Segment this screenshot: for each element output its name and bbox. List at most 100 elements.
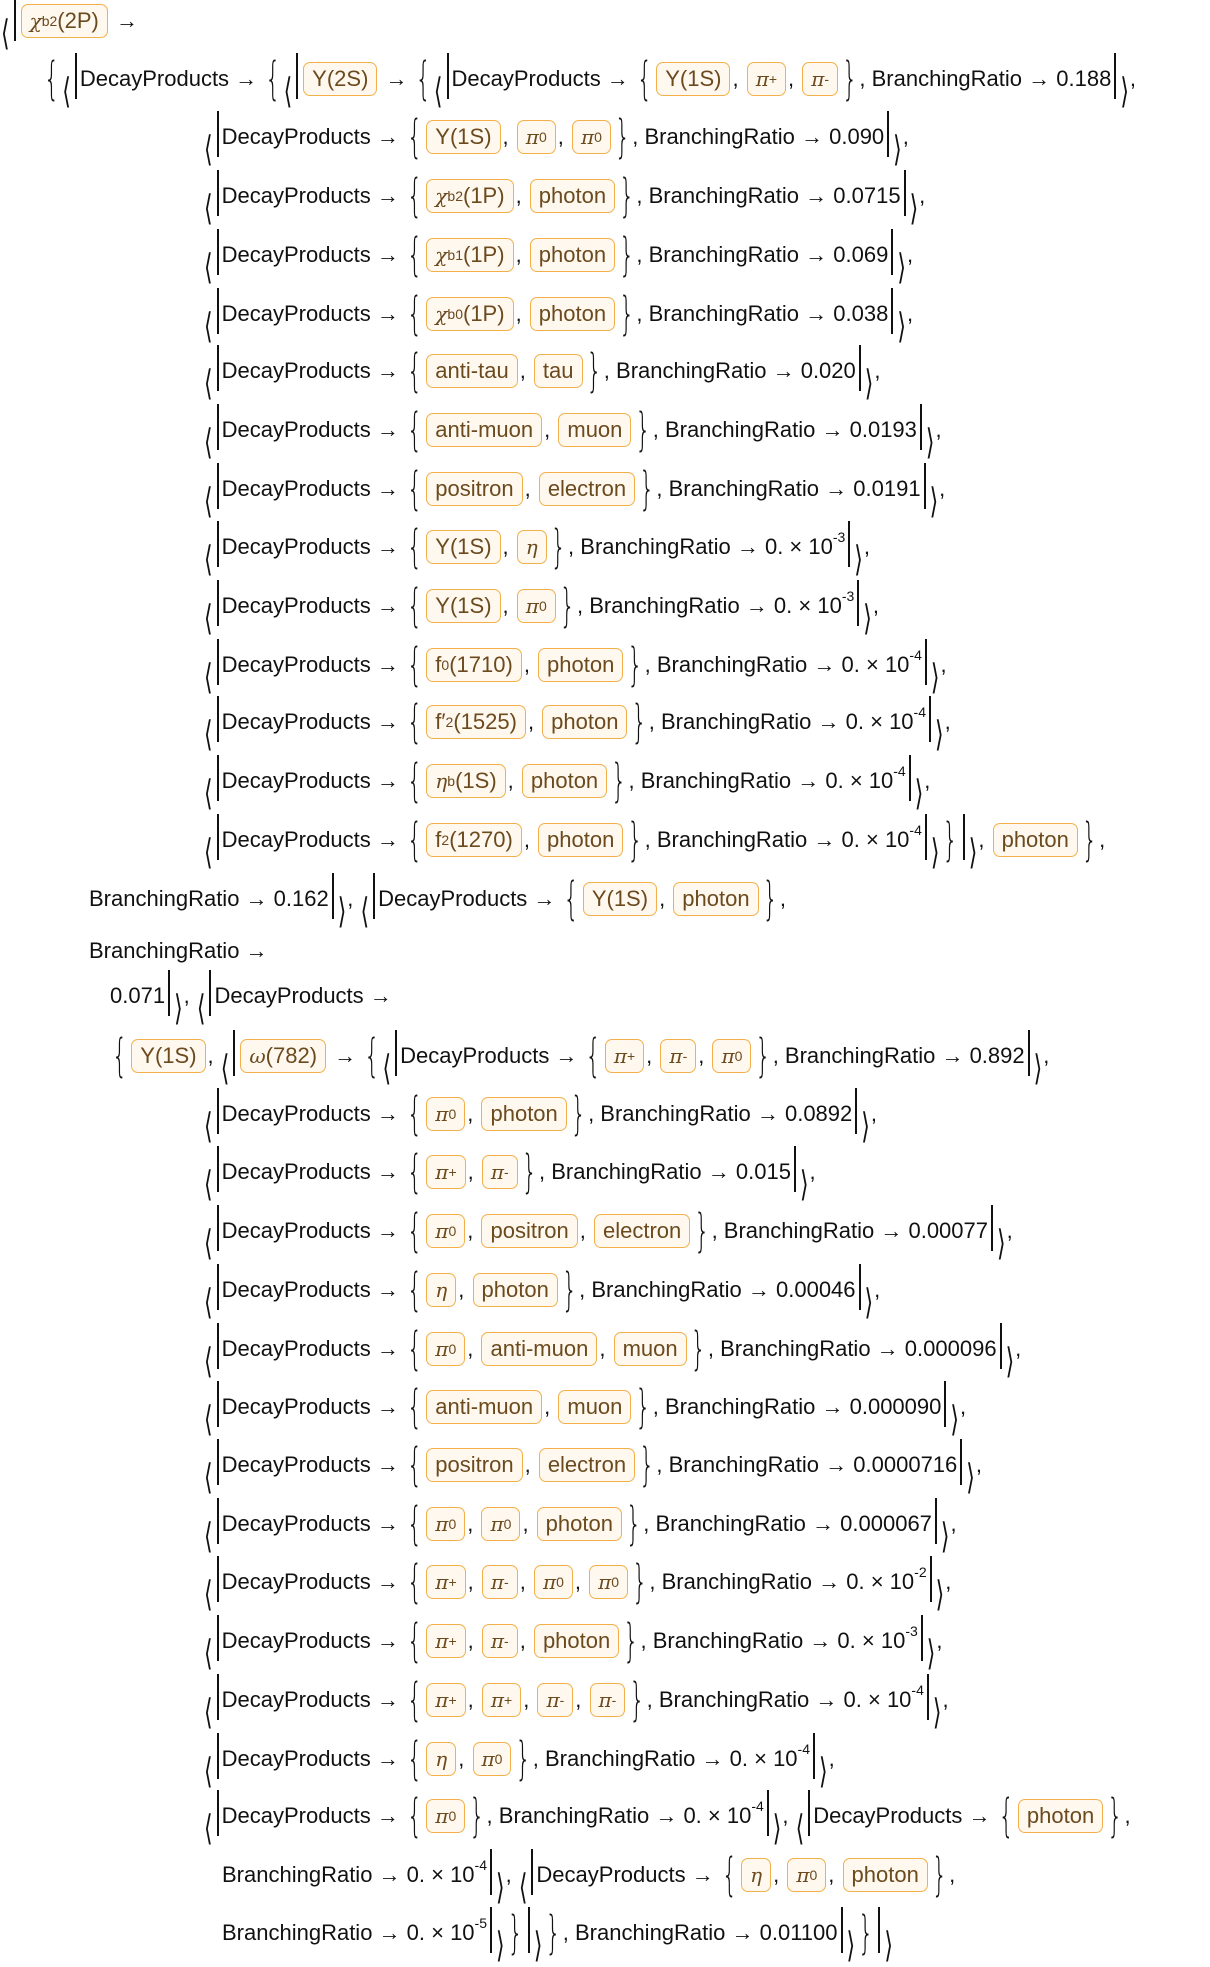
bar-divider xyxy=(923,463,926,509)
angle-open: ⟨ xyxy=(204,1107,213,1148)
branching-ratio-value: 0.038 xyxy=(833,301,889,326)
angle-open: ⟨ xyxy=(204,599,213,640)
text: , xyxy=(773,1862,786,1887)
arrow: → xyxy=(819,476,854,501)
comma: , xyxy=(648,709,661,734)
comma: , xyxy=(458,1746,471,1771)
arrow: → xyxy=(741,1277,776,1302)
association-open: ⟨ xyxy=(203,1733,222,1793)
list-close-brace: } xyxy=(614,110,631,164)
branching-ratio-label: BranchingRatio xyxy=(658,1687,810,1712)
list-close-brace: } xyxy=(625,1497,642,1551)
bar-divider xyxy=(919,404,922,450)
angle-open: ⟨ xyxy=(204,1342,213,1383)
arrow: → xyxy=(370,358,406,383)
association-close: ⟩ xyxy=(1111,53,1130,113)
association-close: ⟩ xyxy=(838,1907,857,1967)
entity-box: η xyxy=(426,1742,457,1776)
text: DecayProducts → xyxy=(79,66,264,91)
bar-divider xyxy=(848,521,851,567)
bar-divider xyxy=(216,288,219,334)
bar-divider xyxy=(216,1733,219,1779)
entity-box: photon xyxy=(521,764,608,798)
text: , xyxy=(1099,827,1106,852)
text: BranchingRatio → 0. × 10 xyxy=(222,1920,475,1945)
comma: , xyxy=(950,1511,957,1536)
bar-divider xyxy=(13,0,16,41)
text: BranchingRatio → 0.162 xyxy=(89,886,329,911)
bar-divider xyxy=(331,873,334,919)
text: DecayProducts → xyxy=(214,983,392,1008)
decay-products-label: DecayProducts xyxy=(221,593,371,618)
comma: , xyxy=(544,1394,557,1419)
text: , xyxy=(1043,1043,1050,1068)
branching-ratio-label: BranchingRatio xyxy=(648,301,800,326)
comma: , xyxy=(924,768,931,793)
comma: , xyxy=(652,417,665,442)
angle-open: ⟨ xyxy=(204,1283,213,1324)
association-open: ⟨ xyxy=(203,696,222,756)
comma: , xyxy=(872,593,879,618)
angle-open: ⟨ xyxy=(283,72,293,113)
comma: , xyxy=(935,417,942,442)
association-close: ⟩ xyxy=(487,1907,506,1967)
branching-ratio-label: BranchingRatio xyxy=(616,358,767,383)
decay-products-label: DecayProducts xyxy=(221,1394,371,1419)
decay-products-label: DecayProducts xyxy=(221,1628,371,1653)
list-open-brace: { xyxy=(721,1848,738,1902)
association-close: ⟩ xyxy=(888,288,907,348)
branching-ratio-value: 0.00077 xyxy=(908,1218,988,1243)
association-open: ⟨ xyxy=(203,463,222,523)
decay-products-label: DecayProducts xyxy=(221,1511,371,1536)
exponent: -4 xyxy=(911,1682,924,1698)
comma: , xyxy=(502,593,515,618)
entity-box: photon xyxy=(481,1097,567,1131)
bar-divider xyxy=(813,1733,815,1779)
comma: , xyxy=(486,1803,499,1828)
association-close: ⟩ xyxy=(888,229,907,289)
text: , xyxy=(698,1043,711,1068)
text: , xyxy=(646,1043,659,1068)
decay-products-label: DecayProducts xyxy=(221,1746,371,1771)
bar-divider xyxy=(840,1907,843,1953)
list-close-brace: } xyxy=(623,1614,639,1668)
entity-box: positron xyxy=(426,1448,523,1482)
branching-ratio-label: BranchingRatio xyxy=(648,242,800,267)
bar-divider xyxy=(962,814,965,860)
output-line: ⟨DecayProducts → {positron, electron}, B… xyxy=(203,462,945,523)
bar-divider xyxy=(926,1674,929,1720)
association-close: ⟩ xyxy=(764,1790,783,1850)
branching-ratio-value: 0. × 10 xyxy=(841,652,910,677)
comma: , xyxy=(643,1511,656,1536)
bar-divider xyxy=(216,814,219,860)
branching-ratio-value: 0. × 10 xyxy=(683,1803,752,1828)
angle-open: ⟨ xyxy=(204,130,213,171)
entity-box: Υ(1S) xyxy=(426,120,501,154)
entity-box: Υ(1S) xyxy=(426,589,501,623)
branching-ratio-value: 0.090 xyxy=(829,124,885,149)
entity-box: Υ(1S) xyxy=(656,62,731,96)
association-open: ⟨ xyxy=(196,970,215,1030)
comma: , xyxy=(515,301,528,326)
bar-divider xyxy=(920,1615,923,1661)
bar-divider xyxy=(216,1146,219,1192)
bar-divider xyxy=(296,53,299,99)
angle-open: ⟨ xyxy=(795,1809,805,1850)
association-close: ⟩ xyxy=(932,1498,951,1558)
bar-divider xyxy=(793,1146,796,1192)
association-close: ⟩ xyxy=(924,1674,943,1734)
bar-divider xyxy=(168,970,171,1016)
list-close-brace: } xyxy=(858,1906,874,1960)
comma: , xyxy=(711,1218,724,1243)
arrow: → xyxy=(799,301,834,326)
association-open: ⟨ xyxy=(203,170,222,230)
angle-open: ⟨ xyxy=(196,989,206,1030)
entity-box: photon xyxy=(529,179,616,213)
